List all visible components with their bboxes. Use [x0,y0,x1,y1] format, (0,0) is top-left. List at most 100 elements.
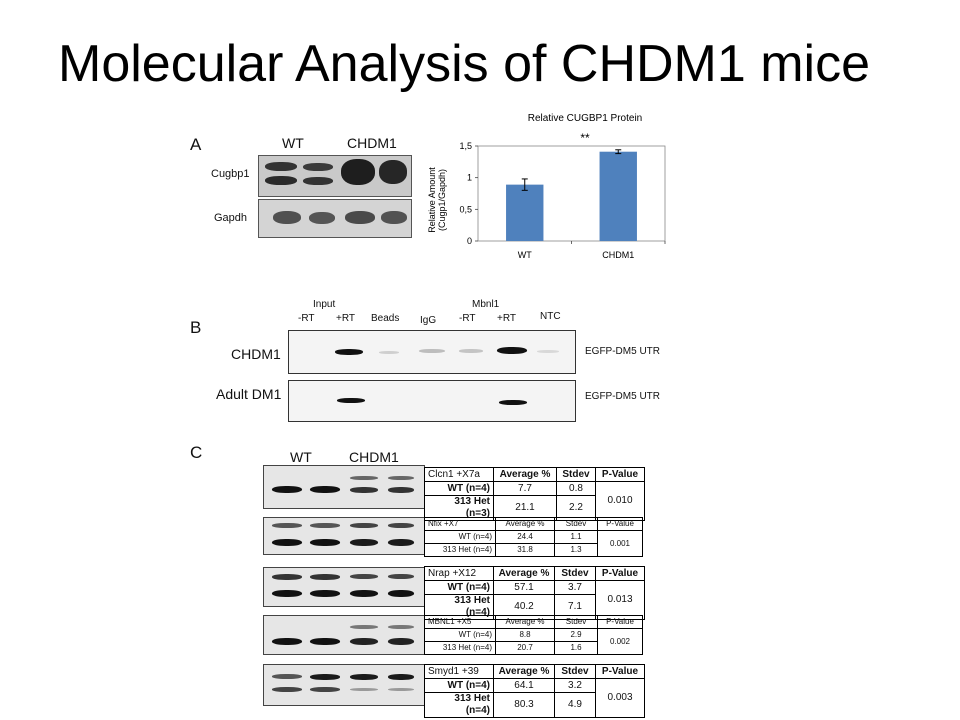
table-gene-name: Smyd1 +39 [424,664,494,679]
input-plus-rt-label: +RT [336,313,355,324]
table-cell-pvalue: 0.013 [595,580,645,620]
table-cell-pvalue: 0.001 [597,530,643,557]
table-row-label: WT (n=4) [424,530,496,544]
table-cell-pvalue: 0.010 [595,481,645,521]
table-cell-stdev: 1.3 [554,543,598,557]
table-cell-stdev: 0.8 [556,481,596,496]
mbnl1-splicing-gel [263,615,425,655]
table-header-pvalue: P-Value [595,566,645,581]
chdm1-target-label: EGFP-DM5 UTR [585,346,660,357]
mbnl1-plus-rt-label: +RT [497,313,516,324]
table-cell-pvalue: 0.002 [597,628,643,655]
table-row-label: 313 Het (n=4) [424,543,496,557]
panel-c-chdm1-label: CHDM1 [349,449,399,465]
x-tick-label: WT [518,250,532,260]
table-cell-average: 64.1 [493,678,555,693]
y-tick-label: 0,5 [459,204,472,214]
adult-dm1-row-label: Adult DM1 [216,386,282,402]
table-cell-average: 21.1 [493,495,557,521]
table-row-label: WT (n=4) [424,628,496,642]
table-header-average: Average % [493,566,555,581]
chart-title: Relative CUGBP1 Protein [528,113,643,124]
bar-chdm1 [599,151,637,241]
table-cell-stdev: 1.1 [554,530,598,544]
input-header: Input [313,299,336,310]
input-minus-rt-label: -RT [298,313,315,324]
table-header-pvalue: P-Value [597,517,643,531]
table-gene-name: MBNL1 +X5 [424,615,496,629]
table-cell-stdev: 2.2 [556,495,596,521]
cugbp1-bar-chart: Relative CUGBP1 Protein ** Relative Amou… [420,108,670,268]
chdm1-row-label: CHDM1 [231,346,281,362]
table-header-stdev: Stdev [554,566,596,581]
table-cell-average: 31.8 [495,543,555,557]
table-header-average: Average % [495,615,555,629]
igg-label: IgG [420,315,437,326]
table-header-stdev: Stdev [556,467,596,482]
table-cell-average: 57.1 [493,580,555,595]
y-tick-label: 1 [467,173,472,183]
panel-a-wt-label: WT [282,135,304,151]
cugbp1-row-label: Cugbp1 [211,168,250,180]
gapdh-western-blot [258,199,412,238]
table-row-label: WT (n=4) [424,580,494,595]
significance-marker: ** [580,131,590,145]
table-cell-stdev: 2.9 [554,628,598,642]
panel-c-letter: C [190,443,203,462]
table-cell-average: 8.8 [495,628,555,642]
table-cell-average: 20.7 [495,641,555,655]
table-cell-average: 24.4 [495,530,555,544]
table-gene-name: Nrap +X12 [424,566,494,581]
table-header-stdev: Stdev [554,664,596,679]
x-tick-label: CHDM1 [602,250,634,260]
ntc-label: NTC [540,311,561,322]
mbnl1-minus-rt-label: -RT [459,313,476,324]
table-row-label: WT (n=4) [424,678,494,693]
nrap-splicing-gel [263,567,425,607]
table-row-label: 313 Het (n=4) [424,692,494,718]
table-cell-average: 80.3 [493,692,555,718]
panel-a-letter: A [190,135,202,154]
cugbp1-western-blot [258,155,412,197]
table-gene-name: Nfix +X7 [424,517,496,531]
clcn1-splicing-gel [263,465,425,509]
chart-marks: 0 0,5 1 1,5WT CHDM1 [459,141,666,260]
smyd1-splicing-gel [263,664,425,706]
table-gene-name: Clcn1 +X7a [424,467,494,482]
panel-b-letter: B [190,318,202,337]
table-header-average: Average % [493,664,555,679]
y-tick-label: 1,5 [459,141,472,151]
panel-a-chdm1-label: CHDM1 [347,135,397,151]
table-header-average: Average % [495,517,555,531]
chdm1-rt-pcr-gel [288,330,576,374]
y-tick-label: 0 [467,236,472,246]
table-header-average: Average % [493,467,557,482]
beads-label: Beads [371,313,400,324]
table-cell-stdev: 1.6 [554,641,598,655]
table-header-stdev: Stdev [554,517,598,531]
table-header-stdev: Stdev [554,615,598,629]
table-header-pvalue: P-Value [595,467,645,482]
table-cell-stdev: 4.9 [554,692,596,718]
bar-chart-svg: Relative CUGBP1 Protein ** Relative Amou… [427,113,666,260]
gapdh-row-label: Gapdh [214,212,248,224]
adult-dm1-target-label: EGFP-DM5 UTR [585,391,660,402]
table-cell-pvalue: 0.003 [595,678,645,718]
table-cell-average: 7.7 [493,481,557,496]
slide-title: Molecular Analysis of CHDM1 mice [58,35,871,93]
y-axis-label-line1: Relative Amount [427,167,437,233]
bar-wt [506,184,544,241]
adult-dm1-rt-pcr-gel [288,380,576,422]
mbnl1-header: Mbnl1 [472,299,500,310]
table-row-label: 313 Het (n=4) [424,641,496,655]
table-header-pvalue: P-Value [595,664,645,679]
table-cell-stdev: 3.7 [554,580,596,595]
y-axis-label-line2: (Cugp1/Gapdh) [437,169,447,231]
nfix-splicing-gel [263,517,425,555]
table-header-pvalue: P-Value [597,615,643,629]
panel-c-wt-label: WT [290,449,312,465]
